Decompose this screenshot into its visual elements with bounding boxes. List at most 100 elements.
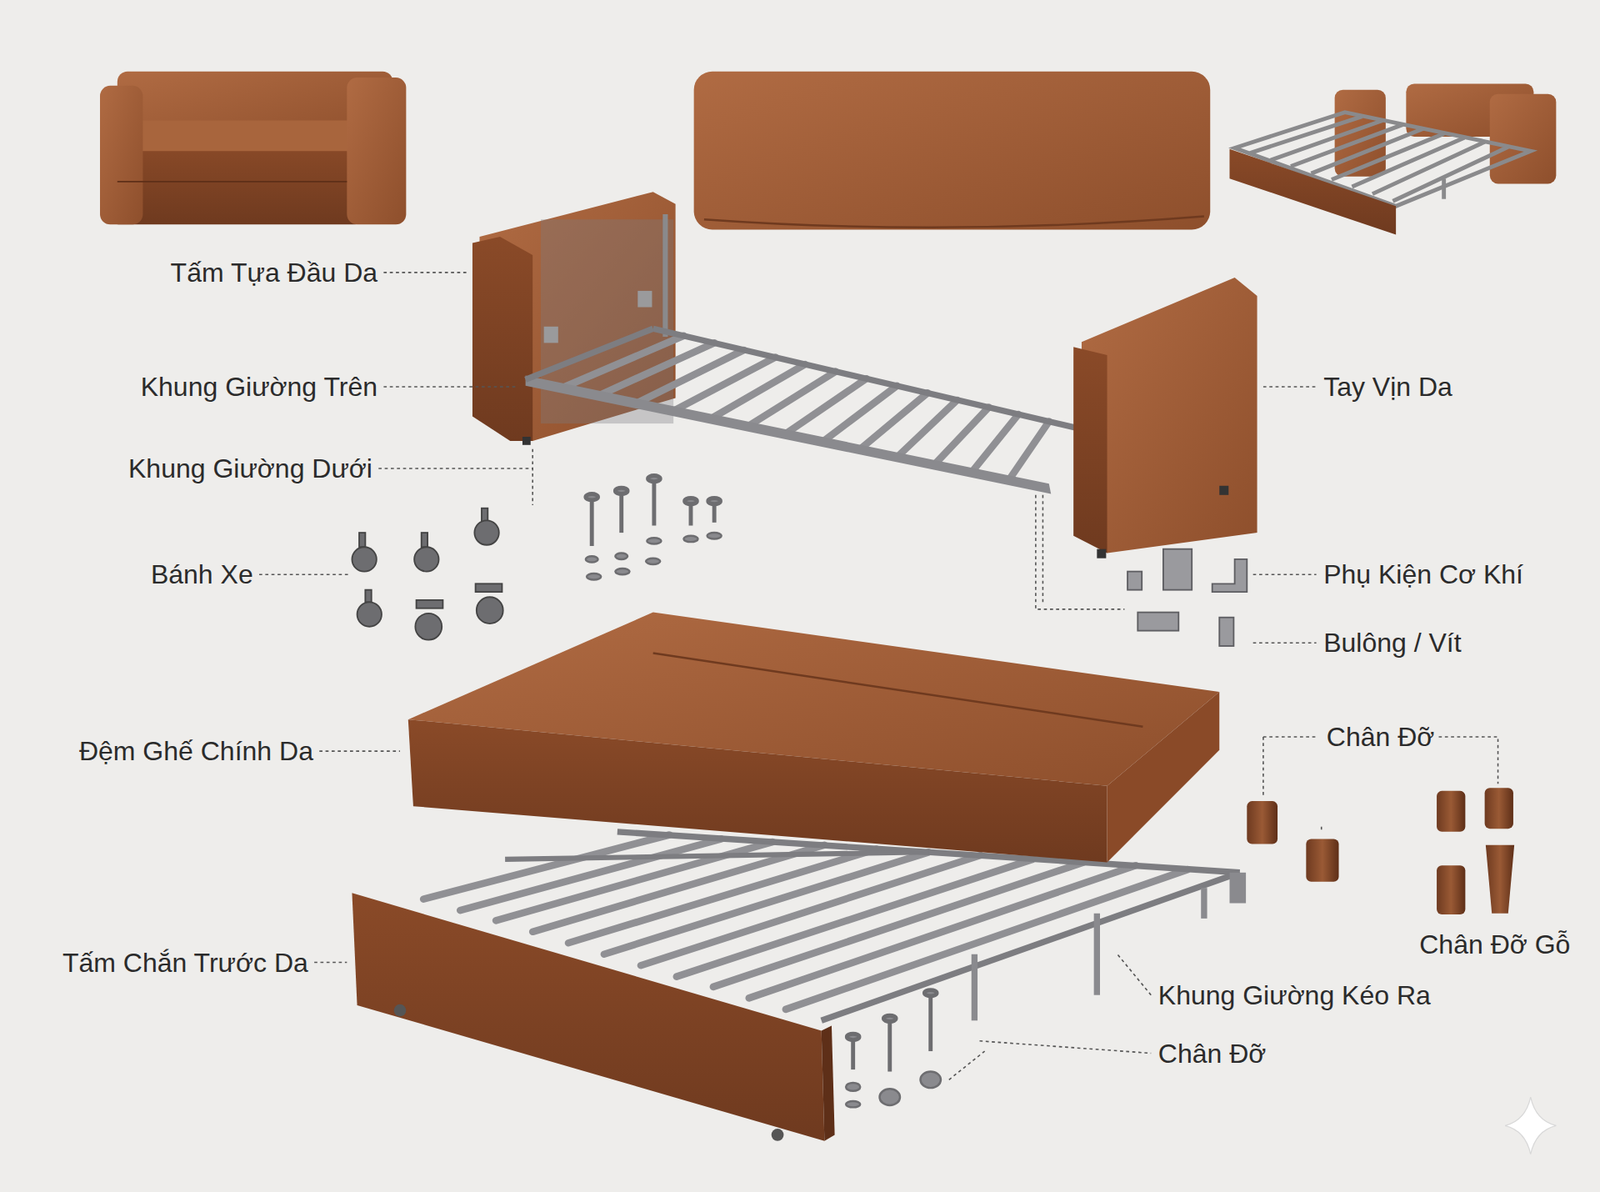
sofa-closed-part [124,120,355,151]
casters [351,508,503,640]
wooden-legs [1246,787,1515,915]
sofa-closed-part [100,85,143,225]
leader-lines-part [1035,495,1125,610]
right-armrest-part [1219,485,1229,495]
casters-part [415,613,442,640]
right-armrest-part [1081,277,1258,554]
part-label: Bánh Xe [150,558,254,590]
upper-bed-frame-part [525,375,1052,495]
watermark-sparkle [1505,1096,1556,1155]
part-label: Khung Giường Kéo Ra [1158,979,1431,1011]
brackets-part [1212,559,1248,592]
part-label: Tấm Chắn Trước Da [62,946,309,979]
wooden-legs-part [1485,787,1514,829]
bolts-lower-part [928,995,933,1051]
casters-part [359,532,365,547]
bolts-lower-part [850,1038,855,1070]
casters-part [474,520,499,545]
pullout-frame-part [1094,913,1100,995]
bolts-lower-part [845,1100,860,1107]
part-label: Phụ Kiện Cơ Khí [1323,558,1524,590]
bolts-lower [845,990,941,1108]
right-armrest-part [1073,346,1107,553]
casters-part [357,601,382,626]
bolts-upper-part [615,553,628,560]
casters-part [414,546,439,571]
pullout-frame-part [971,954,978,1021]
bolts-upper-part [615,568,630,575]
part-label: Tay Vịn Da [1323,370,1453,403]
front-panel-part [821,1025,835,1140]
part-label: Tấm Tựa Đầu Da [170,256,378,289]
bolts-upper-part [645,558,660,565]
casters-part [365,590,371,603]
sofa-bed-open-part [1490,94,1557,185]
part-label: Khung Giường Trên [140,370,378,403]
brackets-part [1163,549,1192,590]
leader-lines-part [319,750,400,752]
leader-lines-part [949,1040,1151,1080]
seat-cushion [408,612,1220,863]
leader-lines-part [383,271,467,274]
left-armrest-part [472,236,533,441]
wooden-legs-part [1436,790,1465,832]
bolts-upper-part [708,497,721,504]
sofa-closed-part [114,142,360,225]
backrest-part [694,71,1211,230]
left-armrest-part [544,326,559,344]
front-panel-part [771,1128,785,1141]
front-panel-part [351,892,825,1141]
part-label: Bulông / Vít [1323,626,1461,659]
bolts-lower-part [887,1020,892,1071]
bolts-upper-part [683,535,698,542]
right-armrest [1073,277,1257,559]
seat-cushion-part [1107,691,1220,862]
front-panel [351,892,835,1141]
leader-lines-part [378,449,533,505]
part-label: Chân Đỡ [1158,1037,1266,1070]
wooden-legs-part [1485,845,1515,914]
bolts-upper-part [586,573,601,580]
seat-cushion-part [653,653,1144,727]
part-label: Chân Đỡ [1326,720,1435,753]
backrest-part [704,216,1205,228]
sofa-bed-open [1230,83,1557,235]
bolts-lower-part [920,1071,940,1089]
watermark-sparkle-part [1505,1096,1556,1155]
brackets-part [1137,612,1179,631]
upper-bed-frame-part [653,328,1080,429]
leader-lines-part [259,573,350,575]
sofa-closed [100,71,406,225]
bolts-upper-part [685,497,698,504]
brackets-part [1219,617,1234,646]
bolts-upper-part [648,475,661,482]
bolts-lower-part [880,1088,900,1105]
leader-lines-part [1117,954,1151,995]
left-armrest-part [662,214,668,337]
wooden-legs-part [1246,800,1278,844]
casters-part [416,600,444,609]
leader-lines-part [1263,385,1317,388]
casters-part [475,583,503,592]
bolts-upper-part [615,487,628,494]
bolts-lower-part [883,1015,896,1021]
left-armrest-part [637,290,652,308]
part-label: Chân Đỡ Gỗ [1419,928,1570,960]
backrest [694,71,1211,230]
bolts-upper-part [651,479,656,525]
leader-lines [259,272,1499,1080]
bolts-upper-part [585,555,599,562]
bolts-lower-part [845,1082,860,1091]
sofa-bed-open-part [1441,178,1446,199]
casters-part [476,596,504,624]
wooden-legs-part [1305,838,1339,881]
sofa-bed-open-part [1230,149,1397,235]
wooden-legs-part [1436,865,1465,915]
leader-lines-part [383,385,519,388]
casters-part [351,546,376,571]
leader-lines-part [1253,642,1317,645]
bolts-lower-part [924,990,937,996]
leader-lines-part [1253,573,1317,575]
right-armrest-part [1096,549,1106,559]
front-panel-part [394,1004,407,1017]
